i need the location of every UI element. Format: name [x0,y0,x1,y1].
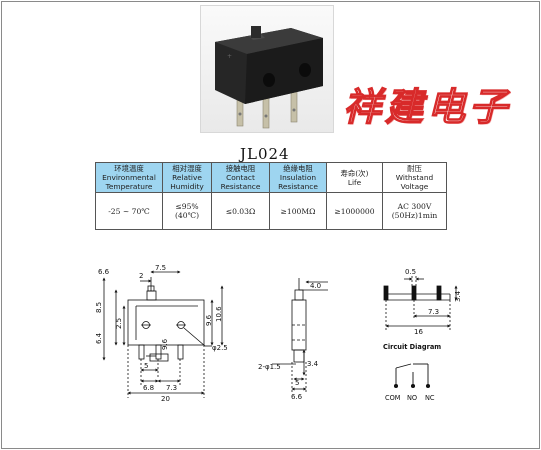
micro-switch-photo: + [215,26,323,129]
dim-side-5: 5 [295,379,299,387]
dim-front-9-6b: 9.6 [161,338,169,350]
dim-side-4-0: 4.0 [310,282,321,290]
bottom-view-drawing [383,276,458,330]
circuit-diagram [393,363,431,389]
value-withstand-voltage: AC 300V (50Hz)1min [382,192,447,230]
header-life: 寿命(次) Life [326,162,383,193]
circuit-label-no: NO [407,394,417,402]
header-temperature: 环境温度 Environmental Temperature [95,162,163,193]
dim-front-10-6: 10.6 [215,306,223,322]
dim-front-6-4: 6.4 [95,332,103,344]
value-contact-resistance: ≤0.03Ω [211,192,270,230]
header-insulation-resistance: 绝缘电阻 Insulation Resistance [269,162,327,193]
dim-front-8-5: 8.5 [95,302,103,313]
dim-bottom-7-3: 7.3 [428,308,439,316]
dim-front-7-3: 7.3 [166,384,177,392]
spec-table: 环境温度 Environmental Temperature 相对湿度 Rela… [95,162,447,230]
header-withstand-voltage: 耐压 Withstand Voltage [382,162,447,193]
dim-front-2: 2 [139,272,143,280]
dim-front-5: 5 [144,362,148,370]
circuit-label-nc: NC [425,394,435,402]
spec-value-row: -25 ~ 70℃ ≤95% (40℃) ≤0.03Ω ≥100MΩ ≥1000… [95,192,447,230]
dim-front-20: 20 [161,395,170,403]
product-photo: + [200,5,334,133]
dim-bottom-3-4: 3.4 [454,290,462,302]
brand-logo: 祥建电子 [342,83,512,129]
value-humidity: ≤95% (40℃) [162,192,212,230]
dim-front-2-5: 2.5 [115,318,123,329]
dim-front-6-6: 6.6 [98,268,110,276]
dim-side-6-6: 6.6 [291,393,303,401]
front-view-drawing [102,270,224,398]
side-view-drawing [272,278,328,393]
dim-front-9-6: 9.6 [205,314,213,326]
model-number: JL024 [240,145,290,163]
dim-side-pin: 2-φ1.5 [258,363,281,371]
value-life: ≥1000000 [326,192,383,230]
dim-front-7-5: 7.5 [155,264,166,272]
dim-bottom-16: 16 [414,328,423,336]
dim-front-hole: φ2.5 [212,344,228,352]
spec-header-row: 环境温度 Environmental Temperature 相对湿度 Rela… [95,162,447,193]
header-humidity: 相对湿度 Relative Humidity [162,162,212,193]
dim-front-6-8: 6.8 [143,384,154,392]
value-temperature: -25 ~ 70℃ [95,192,163,230]
circuit-diagram-title: Circuit Diagram [383,343,441,351]
circuit-label-com: COM [385,394,401,402]
dim-side-3-4: 3.4 [307,360,319,368]
svg-text:+: + [227,53,232,60]
dim-bottom-0-5: 0.5 [405,268,416,276]
